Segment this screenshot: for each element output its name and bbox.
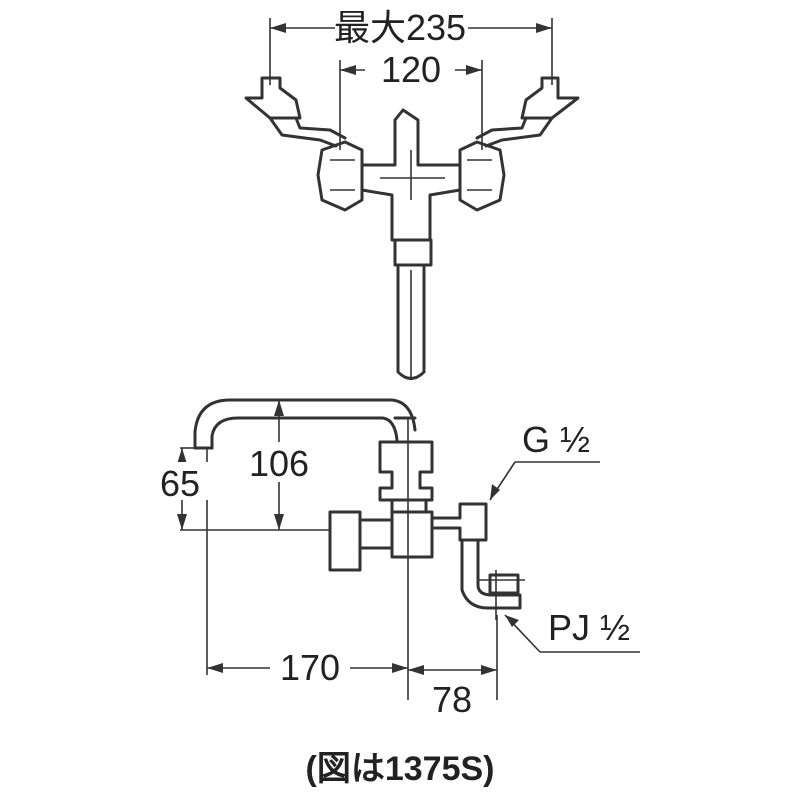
dim-spout-tip-height-label: 65 (160, 463, 200, 504)
dim-spout-height: 106 (245, 400, 315, 530)
dim-spout-reach: 170 (207, 647, 408, 688)
top-view: 最大235 120 (244, 7, 580, 380)
outlet-connection-callout: PJ ½ (504, 607, 640, 653)
faucet-body-side (328, 440, 525, 620)
figure-caption: (図は1375S) (306, 750, 495, 788)
side-view: 65 106 170 78 G ½ (150, 398, 640, 720)
dim-spout-tip-height: 65 (150, 448, 212, 530)
dim-spout-reach-label: 170 (280, 647, 340, 688)
dim-wall-offset: 78 (408, 665, 497, 720)
dim-center-spacing-label: 120 (381, 49, 441, 90)
dim-center-spacing: 120 (340, 49, 482, 90)
dim-spout-height-label: 106 (249, 443, 309, 484)
faucet-body-top (360, 108, 462, 380)
dim-max-width: 最大235 (270, 7, 552, 48)
supply-connection-label: G ½ (522, 419, 590, 460)
right-handle (458, 76, 580, 212)
spout (193, 398, 417, 450)
left-handle (244, 76, 364, 212)
supply-connection-callout: G ½ (489, 419, 600, 501)
dim-wall-offset-label: 78 (432, 679, 472, 720)
outlet-connection-label: PJ ½ (548, 607, 630, 648)
dim-max-width-label: 最大235 (334, 7, 466, 48)
